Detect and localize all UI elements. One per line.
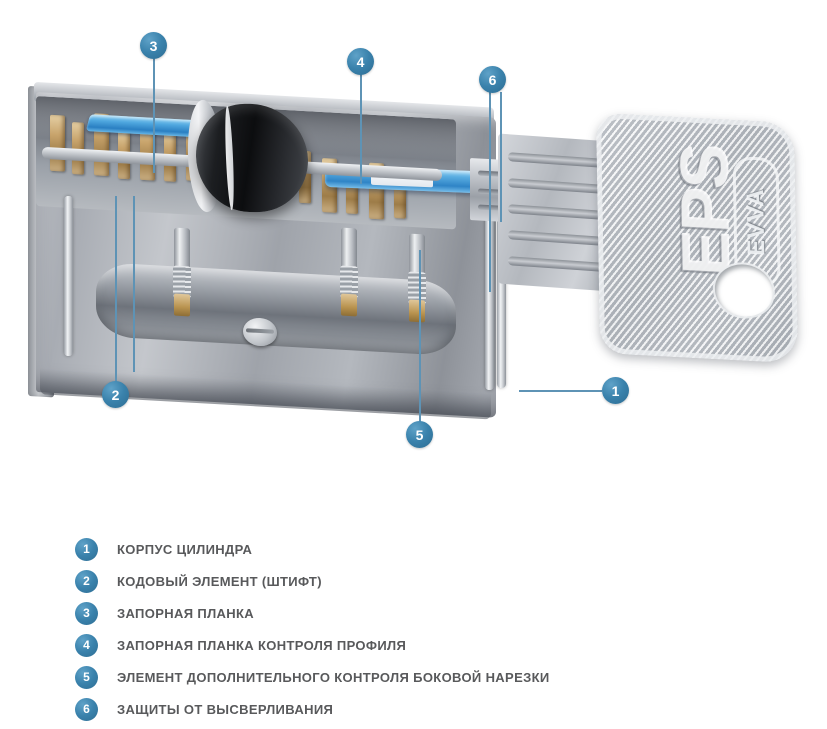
product-illustration: EPS EVVA 1 2 3 4 [0, 0, 827, 500]
callout-line-3 [153, 58, 155, 173]
legend-badge: 6 [75, 697, 98, 721]
callout-line-2b [133, 196, 135, 372]
spring-pin-brass-tip [409, 299, 425, 323]
key-bow-brand-text: EVVA [742, 187, 771, 257]
callout-marker-6[interactable]: 6 [479, 66, 506, 93]
legend-badge: 5 [75, 665, 98, 689]
key-bow: EPS EVVA [595, 112, 799, 364]
legend-label: ЗАЩИТЫ ОТ ВЫСВЕРЛИВАНИЯ [117, 701, 334, 717]
legend-item: 1 КОРПУС ЦИЛИНДРА [75, 533, 775, 565]
key-shoulder-fin [508, 256, 612, 273]
legend-label: ЗАПОРНАЯ ПЛАНКА КОНТРОЛЯ ПРОФИЛЯ [117, 637, 407, 653]
spring-pin-shaft [409, 233, 425, 277]
callout-marker-4[interactable]: 4 [347, 48, 374, 75]
spring-pin-brass-tip [341, 293, 357, 317]
code-pin [50, 114, 65, 172]
callout-marker-5[interactable]: 5 [406, 421, 433, 448]
spring-pin-shaft [174, 227, 190, 271]
key: EPS EVVA [470, 112, 820, 382]
legend-list: 1 КОРПУС ЦИЛИНДРА 2 КОДОВЫЙ ЭЛЕМЕНТ (ШТИ… [75, 533, 775, 725]
spring-pin [337, 227, 361, 317]
key-shoulder-fin [508, 230, 612, 247]
legend-badge-number: 2 [83, 574, 90, 588]
legend-item: 5 ЭЛЕМЕНТ ДОПОЛНИТЕЛЬНОГО КОНТРОЛЯ БОКОВ… [75, 661, 775, 693]
callout-line-4 [360, 74, 362, 184]
legend-label: ЭЛЕМЕНТ ДОПОЛНИТЕЛЬНОГО КОНТРОЛЯ БОКОВОЙ… [117, 669, 550, 685]
legend-badge: 1 [75, 537, 98, 561]
callout-number: 2 [111, 386, 120, 403]
callout-marker-3[interactable]: 3 [140, 32, 167, 59]
legend-badge-number: 3 [83, 606, 90, 620]
legend-badge-number: 6 [83, 702, 90, 716]
callout-line-6b [500, 92, 502, 222]
legend-label: ЗАПОРНАЯ ПЛАНКА [117, 605, 255, 621]
callout-number: 1 [611, 382, 620, 399]
callout-marker-2[interactable]: 2 [102, 381, 129, 408]
legend-item: 4 ЗАПОРНАЯ ПЛАНКА КОНТРОЛЯ ПРОФИЛЯ [75, 629, 775, 661]
legend-label: КОДОВЫЙ ЭЛЕМЕНТ (ШТИФТ) [117, 573, 322, 589]
legend-badge-number: 4 [83, 638, 90, 652]
key-shoulder-fin [508, 204, 612, 221]
spring-pin [170, 227, 194, 317]
callout-number: 6 [488, 71, 497, 88]
legend-label: КОРПУС ЦИЛИНДРА [117, 541, 253, 557]
legend-item: 3 ЗАПОРНАЯ ПЛАНКА [75, 597, 775, 629]
spring-pin-shaft [341, 227, 357, 271]
callout-line-2 [115, 196, 117, 386]
callout-marker-1[interactable]: 1 [602, 377, 629, 404]
callout-line-1 [519, 390, 602, 392]
side-bitting-control-element [405, 233, 429, 323]
spring-pin-brass-tip [174, 293, 190, 317]
legend-item: 2 КОДОВЫЙ ЭЛЕМЕНТ (ШТИФТ) [75, 565, 775, 597]
legend-badge: 2 [75, 569, 98, 593]
legend-item: 6 ЗАЩИТЫ ОТ ВЫСВЕРЛИВАНИЯ [75, 693, 775, 725]
callout-line-6 [489, 92, 491, 292]
anti-drill-rod [64, 196, 73, 356]
legend-badge-number: 5 [83, 670, 90, 684]
legend-badge: 4 [75, 633, 98, 657]
callout-number: 3 [149, 37, 158, 54]
legend-badge: 3 [75, 601, 98, 625]
callout-number: 4 [356, 53, 365, 70]
callout-line-5 [419, 250, 421, 425]
legend-badge-number: 1 [83, 542, 90, 556]
callout-number: 5 [415, 426, 424, 443]
